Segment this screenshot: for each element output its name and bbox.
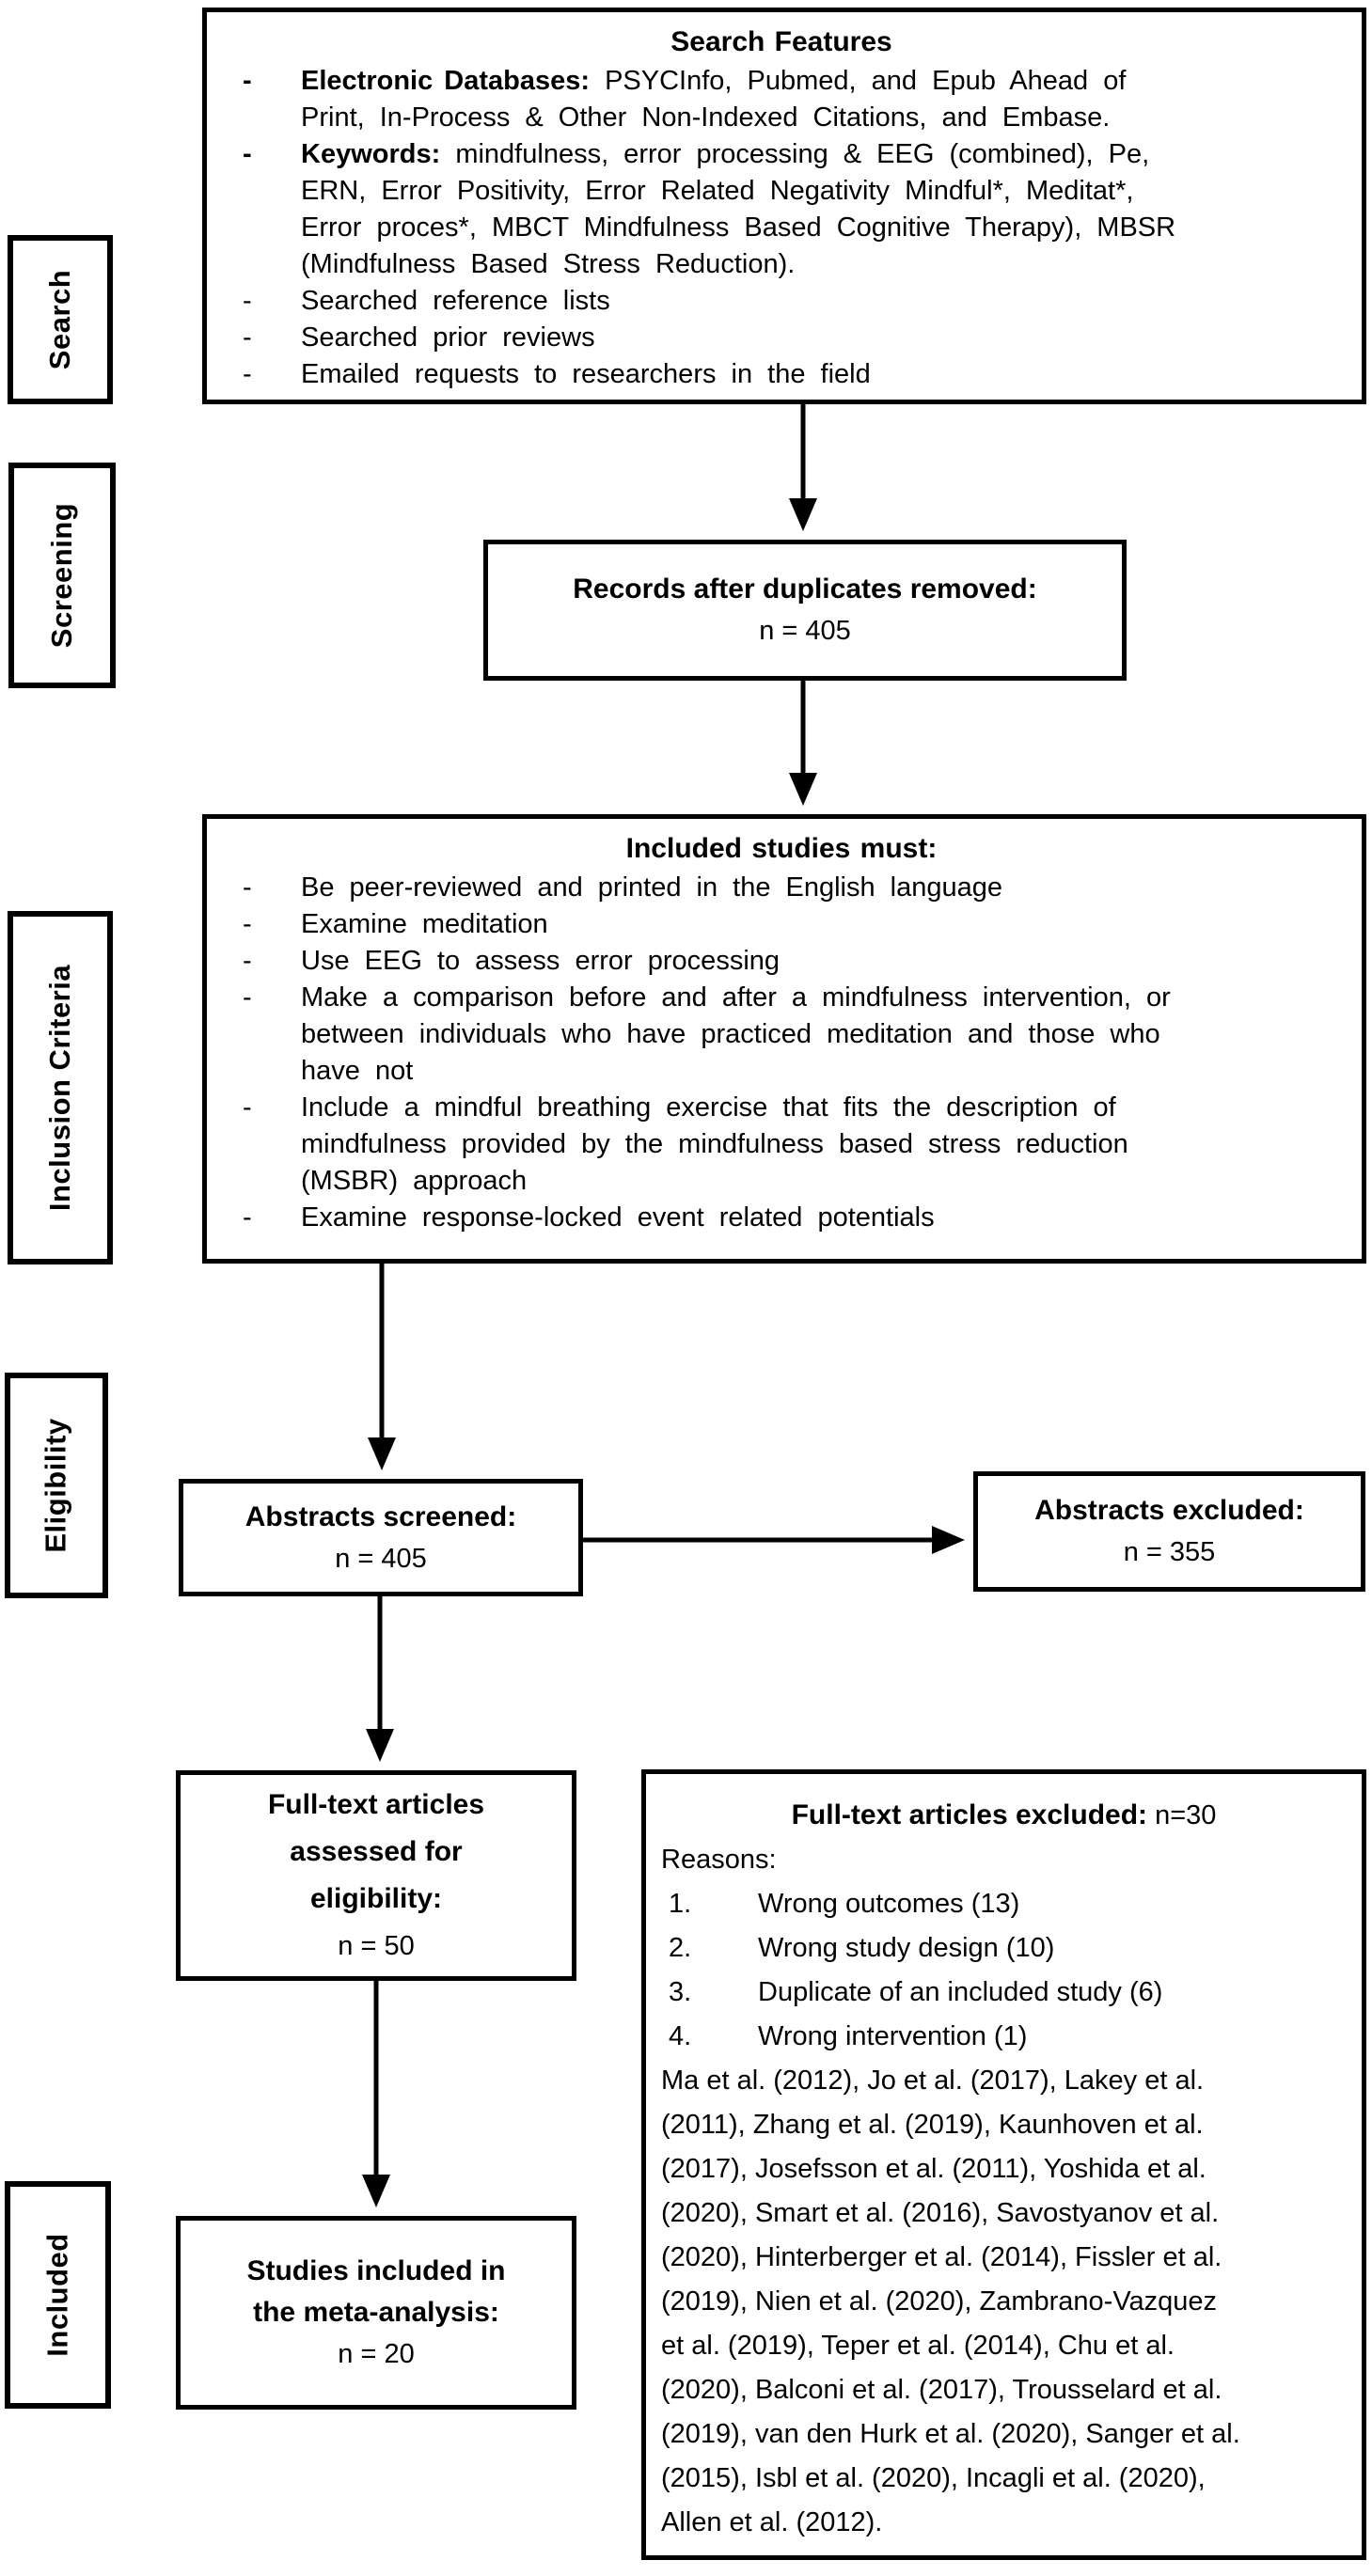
abstracts-excluded-title: Abstracts excluded:	[1034, 1495, 1304, 1526]
stage-label-inclusion-criteria-text: Inclusion Criteria	[43, 964, 77, 1212]
records-title: Records after duplicates removed:	[573, 573, 1037, 605]
bullet-lead: Electronic Databases:	[301, 66, 591, 96]
inclusion-bullet-eeg: - Use EEG to assess error processing	[228, 943, 1335, 980]
fulltext-assessed-title: Full-text articles assessed for eligibil…	[267, 1789, 485, 1914]
bullet-marker: -	[243, 322, 252, 353]
fulltext-assessed-n-value: n = 50	[338, 1931, 415, 1961]
abstracts-excluded-box: Abstracts excluded: n = 355	[973, 1471, 1365, 1592]
studies-included-box: Studies included in the meta-analysis: n…	[176, 2216, 576, 2410]
bullet-marker: -	[243, 982, 252, 1013]
excluded-citations: Ma et al. (2012), Jo et al. (2017), Lake…	[661, 2066, 1240, 2537]
bullet-marker: -	[243, 359, 252, 389]
stage-label-inclusion-criteria: Inclusion Criteria	[8, 911, 113, 1264]
inclusion-bullet-peer-reviewed: - Be peer-reviewed and printed in the En…	[228, 870, 1335, 906]
abstracts-screened-title: Abstracts screened:	[244, 1500, 517, 1532]
bullet-text: PSYCInfo, Pubmed, and Epub Ahead of Prin…	[301, 66, 1127, 133]
inclusion-bullet-response-locked: - Examine response-locked event related …	[228, 1200, 1335, 1236]
stage-label-included-text: Included	[40, 2233, 74, 2357]
studies-included-n-value: n = 20	[338, 2339, 415, 2369]
bullet-marker: -	[243, 872, 252, 903]
reason-number: 1.	[669, 1889, 692, 1919]
search-bullet-keywords: - Keywords: mindfulness, error processin…	[228, 136, 1335, 283]
reason-item: 3. Duplicate of an included study (6)	[661, 1971, 1347, 2015]
reason-number: 2.	[669, 1933, 692, 1963]
bullet-marker: -	[243, 139, 252, 169]
reason-number: 4.	[669, 2021, 692, 2051]
bullet-text: Examine meditation	[301, 909, 548, 939]
bullet-text: Searched prior reviews	[301, 322, 595, 353]
abstracts-screened-box: Abstracts screened: n = 405	[179, 1479, 583, 1596]
bullet-text: mindfulness, error processing & EEG (com…	[301, 139, 1176, 279]
fulltext-excluded-n-value: n=30	[1155, 1800, 1217, 1830]
search-bullet-databases: - Electronic Databases: PSYCInfo, Pubmed…	[228, 63, 1335, 136]
inclusion-title: Included studies must:	[625, 833, 938, 864]
stage-label-screening: Screening	[8, 463, 116, 688]
reasons-label: Reasons:	[661, 1845, 777, 1875]
reason-text: Wrong outcomes (13)	[758, 1889, 1020, 1919]
reason-item: 4. Wrong intervention (1)	[661, 2015, 1347, 2059]
stage-label-search: Search	[8, 235, 113, 404]
inclusion-bullet-mindful-breathing: - Include a mindful breathing exercise t…	[228, 1090, 1335, 1200]
fulltext-excluded-title: Full-text articles excluded: n=30	[661, 1793, 1347, 1838]
records-n-value: n = 405	[759, 616, 851, 646]
stage-label-screening-text: Screening	[45, 502, 79, 649]
bullet-marker: -	[243, 946, 252, 976]
reason-item: 1. Wrong outcomes (13)	[661, 1882, 1347, 1926]
fulltext-assessed-box: Full-text articles assessed for eligibil…	[176, 1770, 576, 1981]
fulltext-excluded-title-lead: Full-text articles excluded:	[791, 1799, 1148, 1830]
search-features-title: Search Features	[670, 26, 892, 57]
bullet-text: Searched reference lists	[301, 286, 610, 316]
search-bullet-reference-lists: - Searched reference lists	[228, 283, 1335, 320]
records-box: Records after duplicates removed: n = 40…	[483, 540, 1127, 681]
reason-number: 3.	[669, 1977, 692, 2007]
bullet-text: Examine response-locked event related po…	[301, 1202, 935, 1233]
bullet-text: Emailed requests to researchers in the f…	[301, 359, 871, 389]
abstracts-screened-n-value: n = 405	[335, 1543, 427, 1574]
bullet-marker: -	[243, 909, 252, 939]
abstracts-excluded-n-value: n = 355	[1123, 1537, 1216, 1567]
studies-included-title: Studies included in the meta-analysis:	[246, 2255, 506, 2328]
bullet-marker: -	[243, 66, 252, 96]
bullet-text: Be peer-reviewed and printed in the Engl…	[301, 872, 1003, 903]
bullet-marker: -	[243, 1092, 252, 1123]
reason-text: Duplicate of an included study (6)	[758, 1977, 1163, 2007]
stage-label-included: Included	[5, 2181, 111, 2409]
bullet-text: Use EEG to assess error processing	[301, 946, 781, 976]
inclusion-bullet-examine-meditation: - Examine meditation	[228, 906, 1335, 943]
search-bullet-prior-reviews: - Searched prior reviews	[228, 320, 1335, 356]
inclusion-criteria-box: Included studies must: - Be peer-reviewe…	[202, 814, 1366, 1264]
bullet-text: Include a mindful breathing exercise tha…	[301, 1092, 1128, 1196]
stage-label-eligibility-text: Eligibility	[39, 1418, 73, 1553]
reason-text: Wrong intervention (1)	[758, 2021, 1028, 2051]
fulltext-excluded-box: Full-text articles excluded: n=30 Reason…	[641, 1769, 1366, 2560]
stage-label-search-text: Search	[43, 269, 76, 370]
search-bullet-emailed-requests: - Emailed requests to researchers in the…	[228, 356, 1335, 393]
stage-label-eligibility: Eligibility	[5, 1373, 108, 1598]
bullet-marker: -	[243, 286, 252, 316]
reason-text: Wrong study design (10)	[758, 1933, 1055, 1963]
reason-item: 2. Wrong study design (10)	[661, 1926, 1347, 1971]
search-features-box: Search Features - Electronic Databases: …	[202, 8, 1366, 404]
bullet-lead: Keywords:	[301, 139, 441, 169]
bullet-text: Make a comparison before and after a min…	[301, 982, 1171, 1086]
inclusion-bullet-comparison: - Make a comparison before and after a m…	[228, 980, 1335, 1090]
bullet-marker: -	[243, 1202, 252, 1233]
